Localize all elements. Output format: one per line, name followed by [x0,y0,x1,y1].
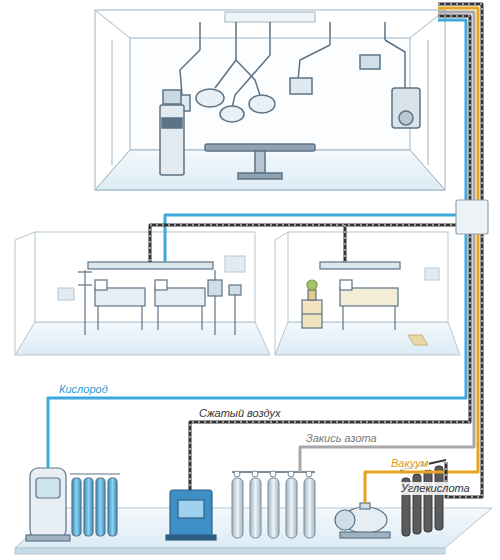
operating-table [160,90,315,179]
air-pipe [190,16,470,490]
junction-box [456,200,488,234]
air-branch [150,225,470,262]
pipe-label: Кислород [58,383,109,396]
operating-room [95,10,445,190]
pipe-label: Закись азота [305,432,378,445]
air-compressor [166,490,216,540]
pipe-label: Сжатый воздух [198,407,282,420]
surgical-lamps [168,22,420,128]
ward-room [15,232,270,355]
vacuum-pipe [365,8,478,503]
air-branch-dash [150,225,470,262]
nitrous-oxide-pipe [300,12,474,472]
co2-pipe [438,4,482,497]
single-room [275,232,460,355]
ceiling-panel [225,12,315,22]
room-outline [95,10,445,190]
back-wall [35,232,255,322]
oxygen-concentrator [26,468,120,541]
nitrous-oxide-cylinders [232,471,315,538]
pipe-label: Углекислота [400,482,471,495]
air-pipe-dash [190,16,470,490]
pipes [48,4,488,503]
pipe-label: Вакуум [390,457,429,470]
oxygen-pipe [48,20,466,468]
ward-beds [78,262,241,335]
oxygen-branch [165,215,466,262]
vacuum-pump [335,503,390,538]
floor [95,150,445,190]
co2-pipe-dash [438,4,482,497]
single-room-furniture [302,262,400,330]
